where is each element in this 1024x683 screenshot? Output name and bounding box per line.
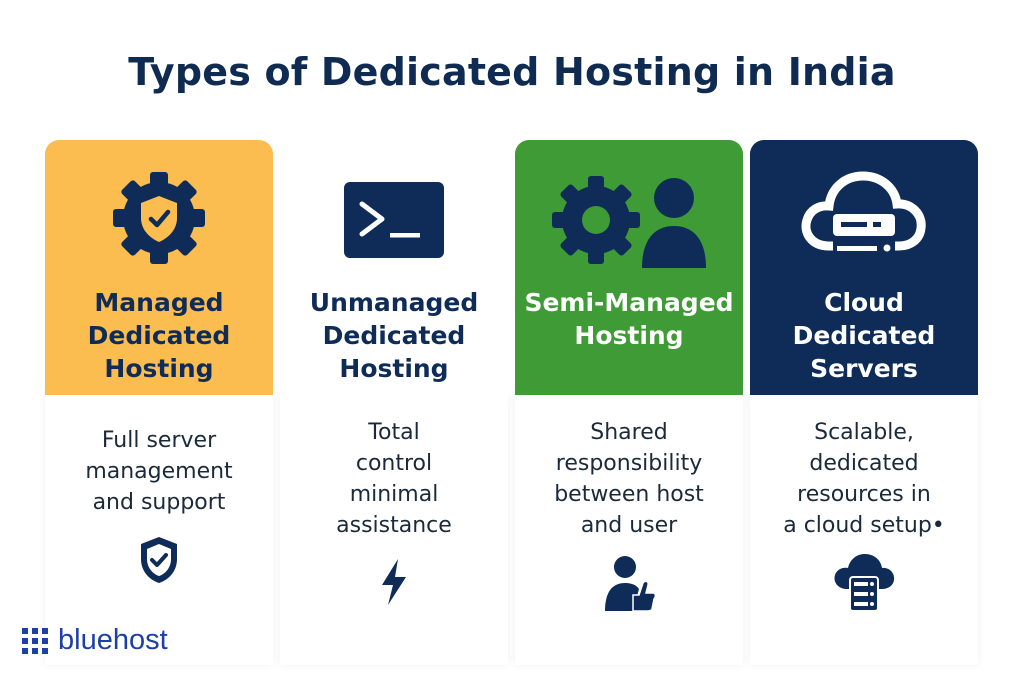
- lightning-bolt-icon: [280, 557, 508, 607]
- bluehost-wordmark: bluehost: [58, 624, 168, 656]
- managed-label: Managed Dedicated Hosting: [87, 288, 231, 383]
- bluehost-grid-icon: [22, 627, 48, 654]
- hosting-type-managed: Managed Dedicated Hosting Full server ma…: [45, 140, 273, 585]
- cloud-label: Cloud Dedicated Servers: [792, 288, 936, 383]
- cloud-server-icon: [750, 166, 978, 270]
- hosting-type-cloud: Cloud Dedicated Servers Scalable, dedica…: [750, 140, 978, 613]
- semi-managed-description: Shared responsibility between host and u…: [554, 420, 704, 538]
- semi-managed-label: Semi-Managed Hosting: [524, 288, 734, 350]
- cloud-server-stack-icon: [750, 551, 978, 613]
- terminal-icon: [280, 180, 508, 260]
- unmanaged-panel: Unmanaged Dedicated Hosting: [280, 140, 508, 395]
- managed-panel: Managed Dedicated Hosting: [45, 140, 273, 395]
- cloud-description: Scalable, dedicated resources in a cloud…: [783, 420, 945, 538]
- unmanaged-description: Total control minimal assistance: [336, 420, 452, 538]
- gear-shield-check-icon: [45, 168, 273, 268]
- hosting-type-unmanaged: Unmanaged Dedicated Hosting Total contro…: [280, 140, 508, 607]
- managed-description: Full server management and support: [85, 428, 233, 515]
- unmanaged-label: Unmanaged Dedicated Hosting: [309, 288, 479, 383]
- bluehost-logo: bluehost: [22, 624, 168, 657]
- user-thumbs-up-icon: [515, 553, 743, 613]
- cloud-panel: Cloud Dedicated Servers: [750, 140, 978, 395]
- gear-user-icon: [515, 172, 743, 268]
- page-title: Types of Dedicated Hosting in India: [128, 50, 896, 94]
- semi-managed-panel: Semi-Managed Hosting: [515, 140, 743, 395]
- shield-check-icon: [45, 535, 273, 585]
- hosting-type-semi-managed: Semi-Managed Hosting Shared responsibili…: [515, 140, 743, 613]
